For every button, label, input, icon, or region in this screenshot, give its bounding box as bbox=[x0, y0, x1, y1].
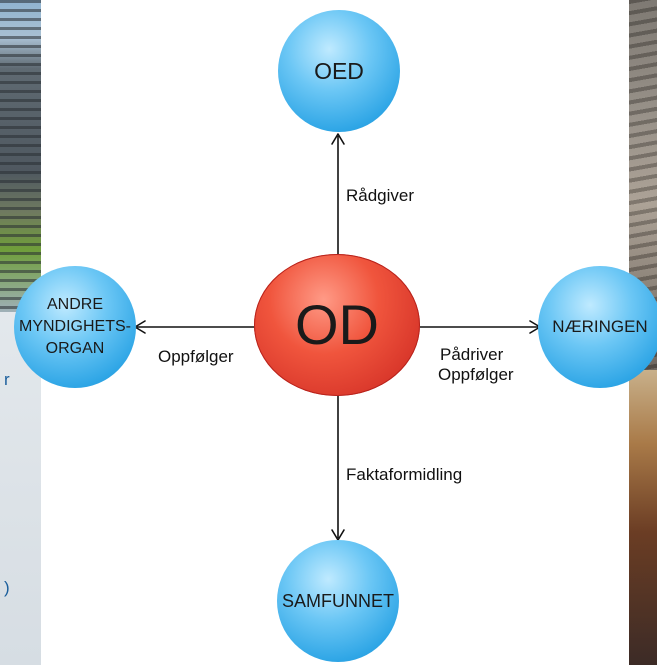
building-photo bbox=[0, 0, 41, 312]
node-oed-label: OED bbox=[314, 57, 364, 84]
left-text-fragment-2: ) bbox=[4, 578, 10, 597]
edge-label-radgiver: Rådgiver bbox=[346, 186, 415, 205]
node-od: OD bbox=[254, 254, 420, 396]
node-samfunnet: SAMFUNNET bbox=[277, 540, 399, 662]
node-naeringen: NÆRINGEN bbox=[538, 266, 657, 388]
node-andre-line-1: ANDRE bbox=[46, 296, 103, 313]
arrow-head-up-icon bbox=[331, 133, 345, 145]
node-od-label: OD bbox=[295, 292, 379, 356]
edge-label-faktaformidling: Faktaformidling bbox=[346, 465, 463, 484]
node-samfunnet-label: SAMFUNNET bbox=[282, 590, 394, 611]
node-andre-line-3: ORGAN bbox=[45, 340, 105, 357]
node-naeringen-label: NÆRINGEN bbox=[552, 317, 648, 337]
edge-label-oppfolger-right: Oppfølger bbox=[438, 365, 514, 384]
edge-label-padriver: Pådriver bbox=[440, 345, 504, 364]
node-oed: OED bbox=[278, 10, 400, 132]
node-andre-myndighetsorgan: ANDRE MYNDIGHETS- ORGAN bbox=[14, 266, 136, 388]
edge-label-oppfolger-left: Oppfølger bbox=[158, 347, 234, 366]
left-text-fragment-1: r bbox=[4, 370, 10, 389]
node-andre-line-2: MYNDIGHETS- bbox=[19, 318, 131, 335]
auditorium-photo bbox=[629, 370, 657, 665]
